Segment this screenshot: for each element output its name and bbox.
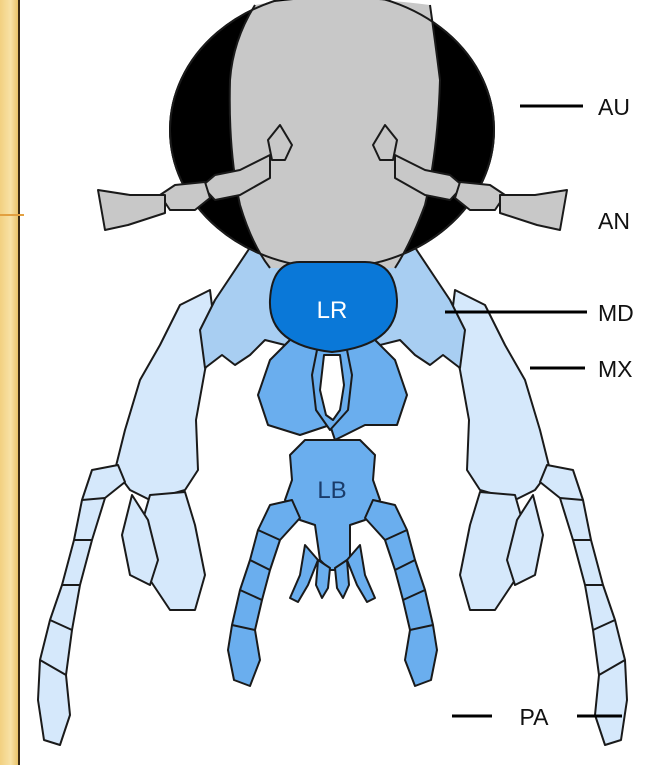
label-pa: PA [520, 704, 550, 730]
label-lb: LB [317, 477, 346, 504]
label-au: AU [598, 94, 630, 120]
maxilla-left [38, 290, 215, 745]
labial-palp-right [365, 500, 437, 686]
label-an: AN [598, 208, 630, 234]
labrum: LR [270, 262, 397, 352]
head-capsule [170, 0, 494, 268]
maxillary-palp-left [38, 465, 125, 745]
label-mx: MX [598, 356, 633, 382]
labial-palp-left [228, 500, 300, 686]
label-lr: LR [317, 297, 348, 324]
label-md: MD [598, 300, 634, 326]
maxillary-palp-right [540, 465, 627, 745]
